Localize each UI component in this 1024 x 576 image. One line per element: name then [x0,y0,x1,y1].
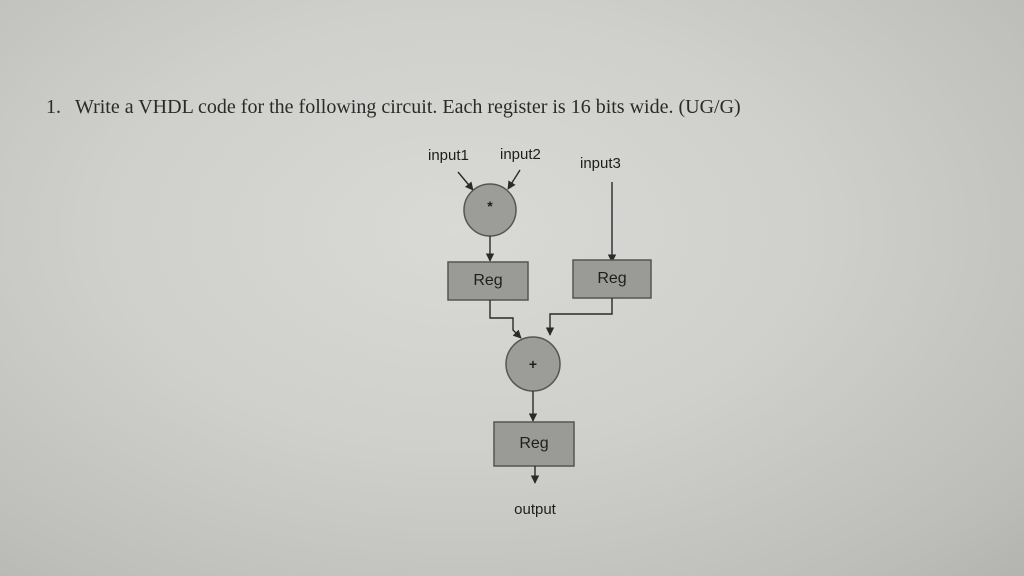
adder-symbol: + [529,356,537,372]
input1-label: input1 [428,147,469,164]
input3-label: input3 [580,155,621,172]
output-label: output [514,501,557,518]
question-number: 1. [46,96,61,118]
reg-right-to-adder-wire [545,298,613,336]
question-body: Write a VHDL code for the following circ… [75,96,741,118]
register-left [447,261,529,301]
input2-label: input2 [500,146,541,163]
input2-arrow [507,169,521,190]
multiplier-symbol: * [487,198,493,214]
register-output [493,421,575,467]
register-output-label: Reg [519,435,548,452]
register-right [572,259,652,299]
question-text: 1. Write a VHDL code for the following ci… [46,96,741,119]
reg-left-to-adder-wire [489,300,522,339]
input1-arrow [457,171,474,191]
register-right-label: Reg [597,270,626,287]
register-left-label: Reg [473,272,502,289]
